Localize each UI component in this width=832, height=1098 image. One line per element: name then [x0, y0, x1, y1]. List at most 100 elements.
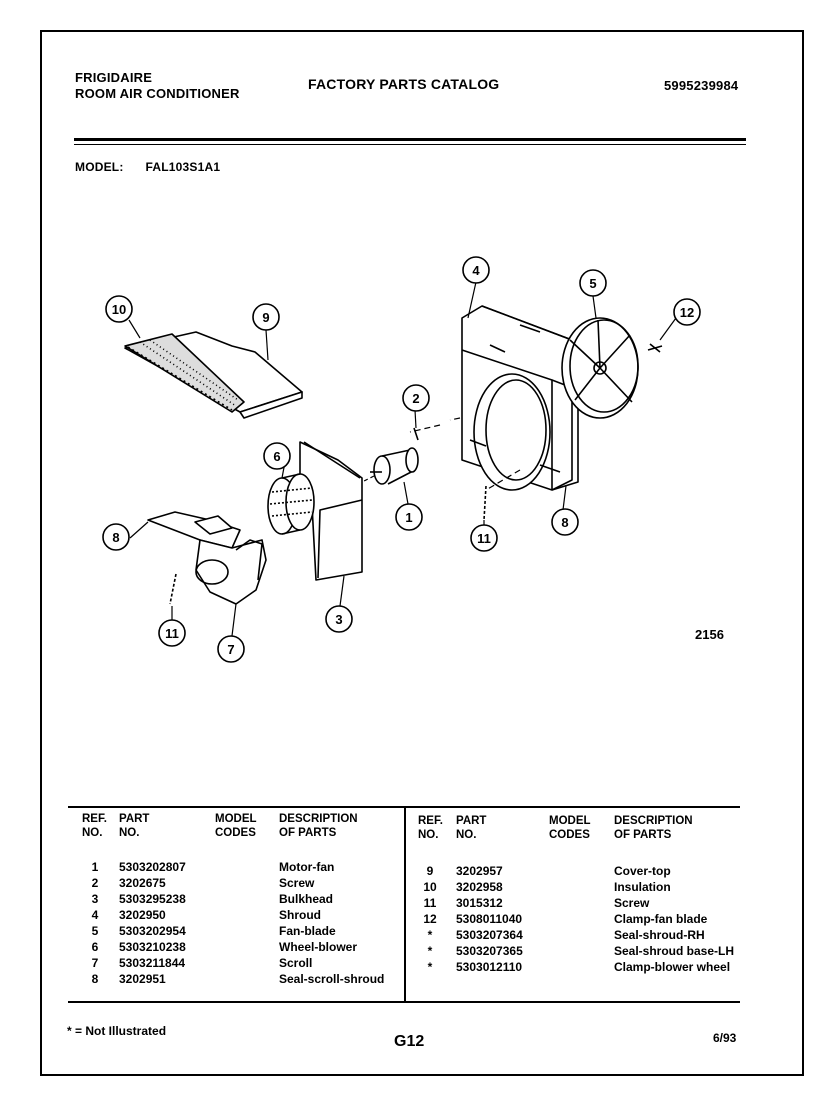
callout-12: 12	[673, 298, 701, 326]
leader-lines	[128, 281, 677, 637]
left-ref-column: 1 2 3 4 5 6 7 8	[90, 859, 100, 987]
screw-part-11-left	[169, 573, 177, 605]
table-cell: 3202950	[119, 908, 166, 922]
callout-8-right: 8	[551, 508, 579, 536]
table-cell: 5303211844	[119, 956, 186, 970]
table-cell: Clamp-fan blade	[614, 912, 708, 926]
svg-text:7: 7	[227, 642, 234, 657]
screw-part-2	[413, 427, 419, 441]
svg-text:6: 6	[273, 449, 280, 464]
table-cell: 3202957	[456, 864, 503, 878]
callout-11-left: 11	[158, 619, 186, 647]
table-cell: 5	[91, 924, 99, 938]
clamp-fan-blade-part	[647, 343, 663, 353]
table-cell: 5303207365	[456, 944, 523, 958]
brand-block: FRIGIDAIRE ROOM AIR CONDITIONER	[75, 70, 240, 102]
screw-part-11-right	[483, 485, 487, 521]
callout-4: 4	[462, 256, 490, 284]
footnote: * = Not Illustrated	[67, 1024, 167, 1038]
table-cell: 3202951	[119, 972, 166, 986]
svg-text:12: 12	[680, 305, 694, 320]
svg-text:8: 8	[561, 515, 568, 530]
table-cell: 7	[91, 956, 99, 970]
figure-number: 2156	[695, 627, 724, 642]
model-value: FAL103S1A1	[145, 160, 221, 174]
revision-date: 6/93	[713, 1031, 737, 1045]
page-number: G12	[394, 1033, 425, 1050]
table-cell: *	[427, 944, 433, 958]
table-cell: Screw	[614, 896, 650, 910]
table-cell: Seal-shroud-RH	[614, 928, 705, 942]
table-cell: 12	[423, 912, 437, 926]
table-cell: Fan-blade	[279, 924, 336, 938]
header-ref-left: REF.NO.	[82, 813, 107, 839]
svg-text:3: 3	[335, 612, 342, 627]
table-cell: 5303202807	[119, 860, 186, 874]
exploded-parts-diagram: 10 9 4 5 12 2 6 1 11 8 8 3 11 7	[102, 256, 701, 663]
table-cell: Seal-scroll-shroud	[279, 972, 385, 986]
seal-scroll-shroud-part	[147, 511, 241, 549]
table-cell: 5303012110	[456, 960, 523, 974]
callout-5: 5	[579, 269, 607, 297]
table-cell: Shroud	[279, 908, 321, 922]
table-cell: 11	[423, 896, 437, 910]
table-cell: 5303210238	[119, 940, 186, 954]
insulation-part	[124, 333, 245, 413]
callout-bubbles: 10 9 4 5 12 2 6 1 11 8 8 3 11 7	[102, 256, 701, 663]
page-border	[40, 30, 804, 1076]
table-cell: 5303202954	[119, 924, 186, 938]
left-part-column: 5303202807 3202675 5303295238 3202950 53…	[119, 859, 186, 987]
wheel-blower-part	[267, 473, 315, 535]
table-cell: *	[427, 928, 433, 942]
svg-text:11: 11	[477, 531, 491, 546]
table-cell: 5303295238	[119, 892, 186, 906]
table-cell: 4	[91, 908, 99, 922]
table-cell: 5308011040	[456, 912, 523, 926]
model-line: MODEL:FAL103S1A1	[75, 160, 220, 174]
svg-text:2: 2	[412, 391, 419, 406]
table-cell: 3202675	[119, 876, 166, 890]
table-cell: 3015312	[456, 896, 503, 910]
catalog-number: 5995239984	[664, 78, 739, 93]
header-rule-thick	[74, 138, 746, 141]
right-part-column: 3202957 3202958 3015312 5308011040 53032…	[456, 863, 523, 975]
catalog-title: FACTORY PARTS CATALOG	[308, 76, 500, 92]
svg-text:9: 9	[262, 310, 269, 325]
table-cell: Wheel-blower	[279, 940, 358, 954]
table-center-divider	[404, 806, 406, 1003]
table-cell: Seal-shroud base-LH	[614, 944, 735, 958]
table-cell: Scroll	[279, 956, 313, 970]
svg-text:10: 10	[112, 302, 126, 317]
callout-11-right: 11	[470, 524, 498, 552]
callout-3: 3	[325, 605, 353, 633]
table-cell: 10	[423, 880, 437, 894]
table-cell: 1	[91, 860, 99, 874]
brand-name: FRIGIDAIRE	[75, 70, 153, 85]
callout-7: 7	[217, 635, 245, 663]
scroll-part	[195, 539, 267, 605]
table-cell: Motor-fan	[279, 860, 335, 874]
callout-10: 10	[105, 295, 133, 323]
svg-text:4: 4	[472, 263, 480, 278]
callout-1: 1	[395, 503, 423, 531]
callout-8-left: 8	[102, 523, 130, 551]
table-cell: 6	[91, 940, 99, 954]
product-line: ROOM AIR CONDITIONER	[75, 86, 240, 101]
table-cell: Insulation	[614, 880, 671, 894]
table-cell: Cover-top	[614, 864, 671, 878]
svg-text:1: 1	[405, 510, 412, 525]
left-desc-column: Motor-fan Screw Bulkhead Shroud Fan-blad…	[279, 859, 384, 987]
table-cell: 5303207364	[456, 928, 523, 942]
svg-text:8: 8	[112, 530, 119, 545]
callout-6: 6	[263, 442, 291, 470]
table-cell: *	[427, 960, 433, 974]
fan-blade-part	[561, 317, 639, 419]
table-cell: 9	[426, 864, 434, 878]
table-cell: Screw	[279, 876, 315, 890]
svg-text:11: 11	[165, 626, 179, 641]
